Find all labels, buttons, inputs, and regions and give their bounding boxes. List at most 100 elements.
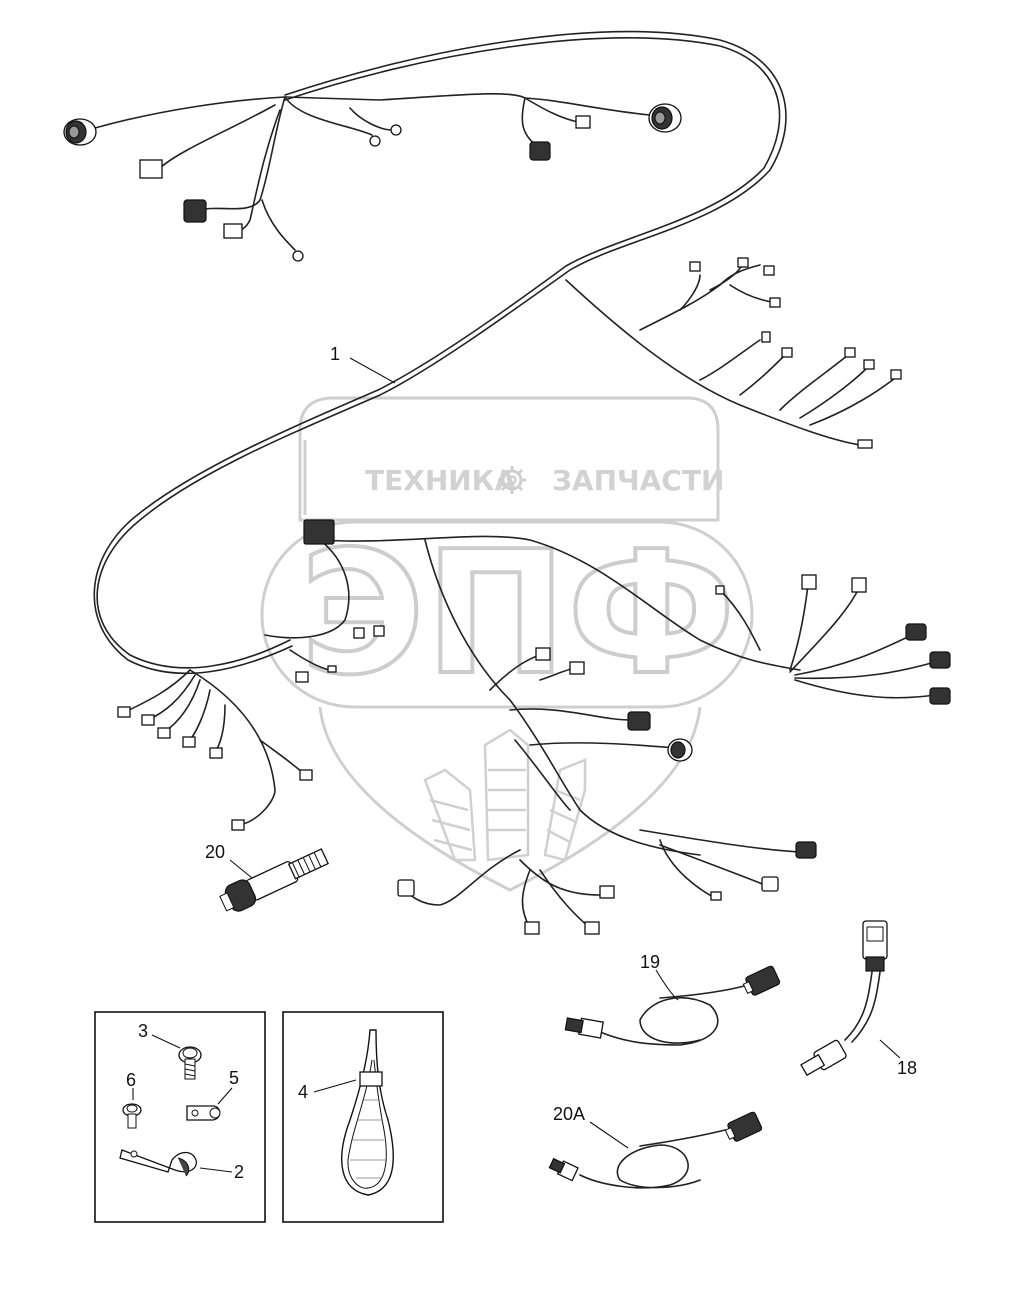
sensor-19-cable [599, 997, 719, 1046]
harness-center-right-fan-1 [789, 584, 809, 671]
connector-small-29 [524, 921, 540, 935]
connector-module [303, 519, 335, 545]
harness-mid-branch [509, 708, 631, 721]
harness-left-fan-4 [187, 689, 211, 743]
harness-mid-branch-2 [529, 742, 676, 749]
harness-branch-top-10 [349, 107, 393, 131]
harness-branch-right-6 [699, 339, 761, 381]
harness-left-fan-5 [214, 704, 226, 753]
round-connector-left [63, 118, 97, 146]
strap-box: 4 [282, 1011, 444, 1223]
harness-branch-top-6 [261, 199, 296, 251]
sensor-18-cable [844, 971, 873, 1041]
ring-terminal-3 [390, 124, 402, 136]
watermark-monogram: ЭПФ [300, 515, 736, 713]
round-connector-mid [667, 738, 693, 762]
watermark-pill [260, 520, 754, 709]
harness-branch-top-7 [159, 104, 276, 169]
part-19-sensor: 19 [564, 952, 781, 1046]
leader-18 [879, 1039, 901, 1059]
connector-block-8 [627, 711, 651, 731]
connector-small-2 [737, 257, 749, 268]
harness-left-fan-1 [124, 669, 191, 713]
harness-branch-top [94, 96, 286, 129]
connector-block-1 [183, 199, 207, 223]
harness-branch-right-10 [809, 377, 896, 426]
harness-left-fan-6 [259, 739, 306, 776]
p-clip-icon [186, 1105, 221, 1121]
callout-20a: 20A [553, 1104, 585, 1124]
harness-center-right-6 [719, 589, 761, 651]
connector-small-20 [117, 706, 131, 718]
connector-small-4 [769, 297, 781, 308]
watermark-right-text: ЗАПЧАСТИ [552, 464, 724, 497]
connector-block-6 [929, 651, 951, 669]
connector-rect-1 [139, 159, 163, 179]
leader-1 [349, 357, 396, 384]
connector-small-27 [710, 891, 722, 901]
connector-small-21 [141, 714, 155, 726]
leader-4 [313, 1079, 357, 1093]
leader-19 [655, 969, 679, 1001]
callout-19: 19 [640, 952, 660, 972]
connector-block-3 [529, 141, 551, 161]
sensor-20a-cable [579, 1144, 701, 1189]
sensor-20a-cable-2 [639, 1129, 726, 1147]
hardware-box: 3 6 5 2 [94, 1011, 266, 1223]
harness-trunk-outer-2 [93, 37, 781, 675]
connector-small-1 [689, 261, 701, 272]
clip-icon [119, 1149, 197, 1177]
cable-tie-icon [341, 1029, 394, 1196]
connector-small-22 [157, 727, 171, 739]
harness-lower-left-2 [519, 859, 601, 896]
connector-small-9 [890, 369, 902, 380]
connector-small-23 [182, 736, 196, 748]
watermark: ТЕХНИКА ЗАПЧАСТИ ЭПФ [260, 396, 754, 892]
connector-small-12 [373, 625, 385, 637]
connector-small-25 [299, 769, 313, 781]
harness-branch-top-5 [234, 109, 281, 233]
bolt-icon [178, 1046, 202, 1080]
bolt-small-icon [122, 1103, 142, 1129]
connector-small-16 [569, 661, 585, 675]
part-20a-sensor: 20A [548, 1104, 763, 1189]
harness-left-fan-7 [289, 649, 331, 671]
callout-4: 4 [298, 1082, 308, 1102]
watermark-banner [298, 396, 720, 522]
connector-small-11 [353, 627, 365, 639]
connector-block-10 [761, 876, 779, 892]
callout-18: 18 [897, 1058, 917, 1078]
harness-lower-right [639, 829, 801, 853]
connector-small-17 [715, 585, 725, 595]
part-18-sensor: 18 [800, 920, 917, 1078]
connector-block-5 [905, 623, 927, 641]
gear-icon [498, 466, 526, 494]
harness-center-right-fan-5 [794, 679, 936, 699]
harness-center-right-fan-2 [789, 589, 859, 673]
connector-small-3 [763, 265, 775, 276]
harness-branch-right-5 [729, 284, 773, 303]
hardware-frame [94, 1011, 266, 1223]
part-20-sender: 20 [205, 842, 329, 912]
connector-small-8 [863, 359, 875, 370]
harness-branch-right-8 [779, 354, 849, 411]
harness-branch-top-4 [199, 96, 286, 211]
callout-3: 3 [138, 1021, 148, 1041]
harness-left-fan-2 [147, 674, 196, 721]
connector-small-10 [857, 439, 873, 449]
watermark-left-text: ТЕХНИКА [365, 464, 517, 497]
harness-branch-top-9 [524, 97, 579, 123]
sensor-18-cable-2 [851, 971, 881, 1043]
round-connector-top-right [648, 103, 682, 133]
harness-center-down [424, 539, 701, 856]
connector-small-6 [781, 347, 793, 358]
leader-20 [229, 859, 253, 879]
harness-branch-right-4 [709, 264, 743, 291]
callout-20: 20 [205, 842, 225, 862]
main-harness [93, 30, 936, 929]
connector-block-4 [575, 115, 591, 129]
connector-block-2 [223, 223, 243, 239]
sensor-19-cable-2 [659, 984, 749, 999]
